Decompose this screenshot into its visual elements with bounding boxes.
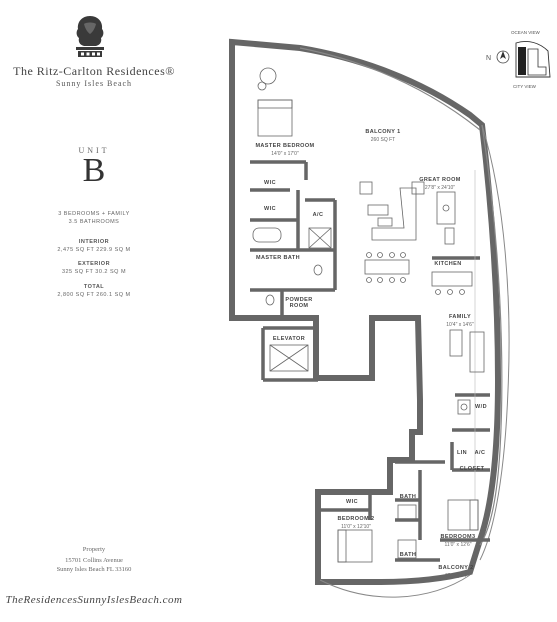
- brand-name: The Ritz-Carlton Residences®: [13, 64, 175, 78]
- room-balcony-2: BALCONY 2: [438, 565, 474, 571]
- unit-letter: B: [82, 152, 106, 189]
- room-wic-2: WIC: [264, 206, 276, 212]
- ritz-carlton-lion-logo: [76, 16, 104, 57]
- room-balcony-1: BALCONY 1: [365, 129, 401, 135]
- property-city: Sunny Isles Beach FL 33160: [56, 566, 132, 573]
- total-value: 2,800 SQ FT 260.1 SQ M: [57, 292, 131, 298]
- north-label: N: [486, 55, 492, 62]
- room-bedroom-3: BEDROOM3: [440, 534, 476, 540]
- room-closet: CLOSET: [459, 466, 485, 472]
- room-family-dims: 10'4" x 14'6": [446, 322, 474, 328]
- room-master-bath: MASTER BATH: [255, 255, 301, 261]
- room-great-room-dims: 27'8" x 24'10": [424, 185, 456, 191]
- room-balcony-2-dims: 65 SQ FT: [445, 573, 467, 579]
- room-ac-1: A/C: [312, 212, 324, 218]
- ocean-view-label: OCEAN VIEW: [511, 30, 540, 35]
- room-kitchen: KITCHEN: [434, 261, 462, 267]
- interior-label: INTERIOR: [78, 239, 110, 245]
- key-plan-diagram: [496, 40, 551, 78]
- property-label: Property: [82, 546, 106, 553]
- room-bedroom-3-dims: 11'0" x 12'6": [444, 542, 472, 548]
- room-powder-room: POWDER ROOM: [285, 297, 313, 309]
- room-elevator: ELEVATOR: [272, 336, 306, 342]
- room-wd: W/D: [475, 404, 487, 410]
- room-bath-1: BATH: [399, 494, 417, 500]
- room-bedroom-2: BEDROOM 2: [337, 516, 375, 522]
- room-balcony-1-dims: 260 SQ FT: [370, 137, 396, 143]
- exterior-label: EXTERIOR: [77, 261, 111, 267]
- room-great-room: GREAT ROOM: [419, 177, 461, 183]
- exterior-value: 325 SQ FT 30.2 SQ M: [61, 269, 127, 275]
- room-master-bedroom-dims: 14'0" x 17'0": [271, 151, 299, 157]
- room-ac-2: A/C: [474, 450, 486, 456]
- room-bedroom-2-dims: 11'0" x 12'10": [341, 524, 371, 530]
- website-link[interactable]: TheResidencesSunnyIslesBeach.com: [5, 594, 183, 606]
- room-lin: LIN: [456, 450, 468, 456]
- property-street: 15701 Collins Avenue: [65, 557, 123, 564]
- room-bath-2: BATH: [399, 552, 417, 558]
- unit-bedrooms: 3 BEDROOMS + FAMILY: [58, 211, 130, 217]
- room-family: FAMILY: [448, 314, 472, 320]
- unit-bathrooms: 3.5 BATHROOMS: [68, 219, 120, 225]
- room-master-bedroom: MASTER BEDROOM: [255, 143, 315, 149]
- interior-value: 2,475 SQ FT 229.9 SQ M: [57, 247, 131, 253]
- city-view-label: CITY VIEW: [513, 84, 536, 89]
- room-wic-1: WIC: [264, 180, 276, 186]
- room-wic-3: WIC: [346, 499, 358, 505]
- total-label: TOTAL: [83, 284, 105, 290]
- brand-location: Sunny Isles Beach: [55, 79, 133, 88]
- unit-label: UNIT: [78, 146, 110, 155]
